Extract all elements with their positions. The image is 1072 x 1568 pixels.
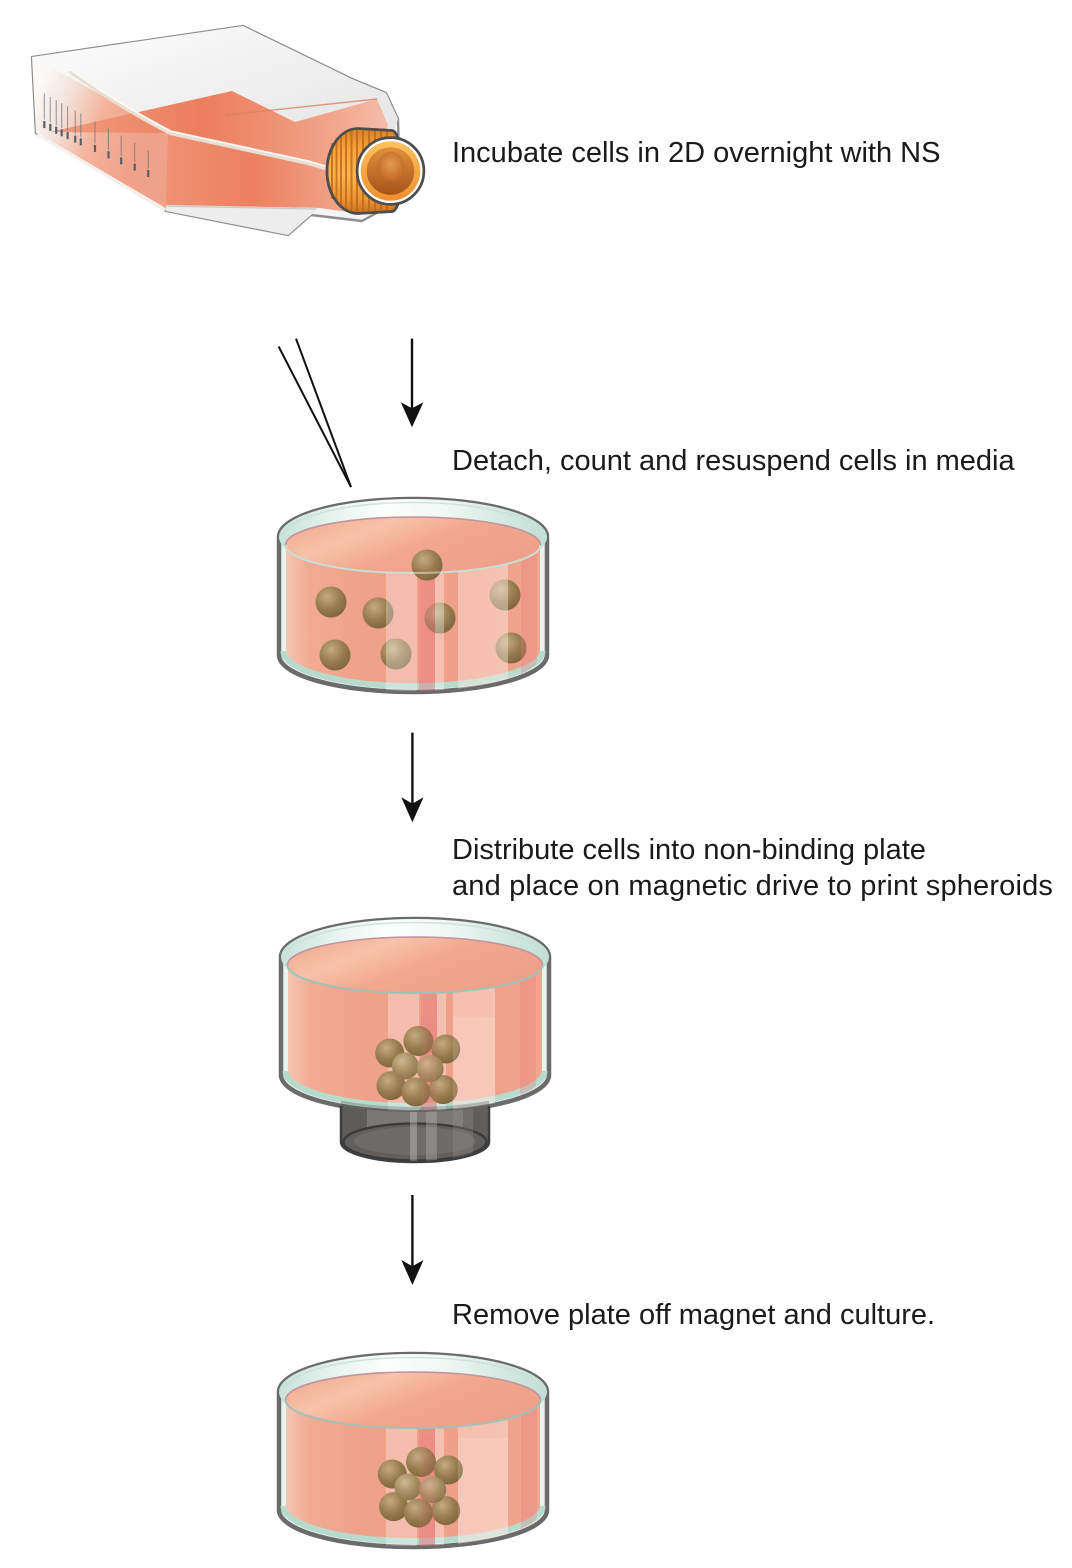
svg-text:and place on magnetic drive to: and place on magnetic drive to print sph… xyxy=(452,870,1053,902)
svg-text:Distribute cells into non-bind: Distribute cells into non-binding plate xyxy=(452,834,926,866)
svg-text:Incubate cells in 2D overnight: Incubate cells in 2D overnight with NS xyxy=(452,137,940,169)
svg-text:Remove plate off magnet and cu: Remove plate off magnet and culture. xyxy=(452,1299,935,1331)
svg-text:Detach, count and resuspend ce: Detach, count and resuspend cells in med… xyxy=(452,445,1015,477)
